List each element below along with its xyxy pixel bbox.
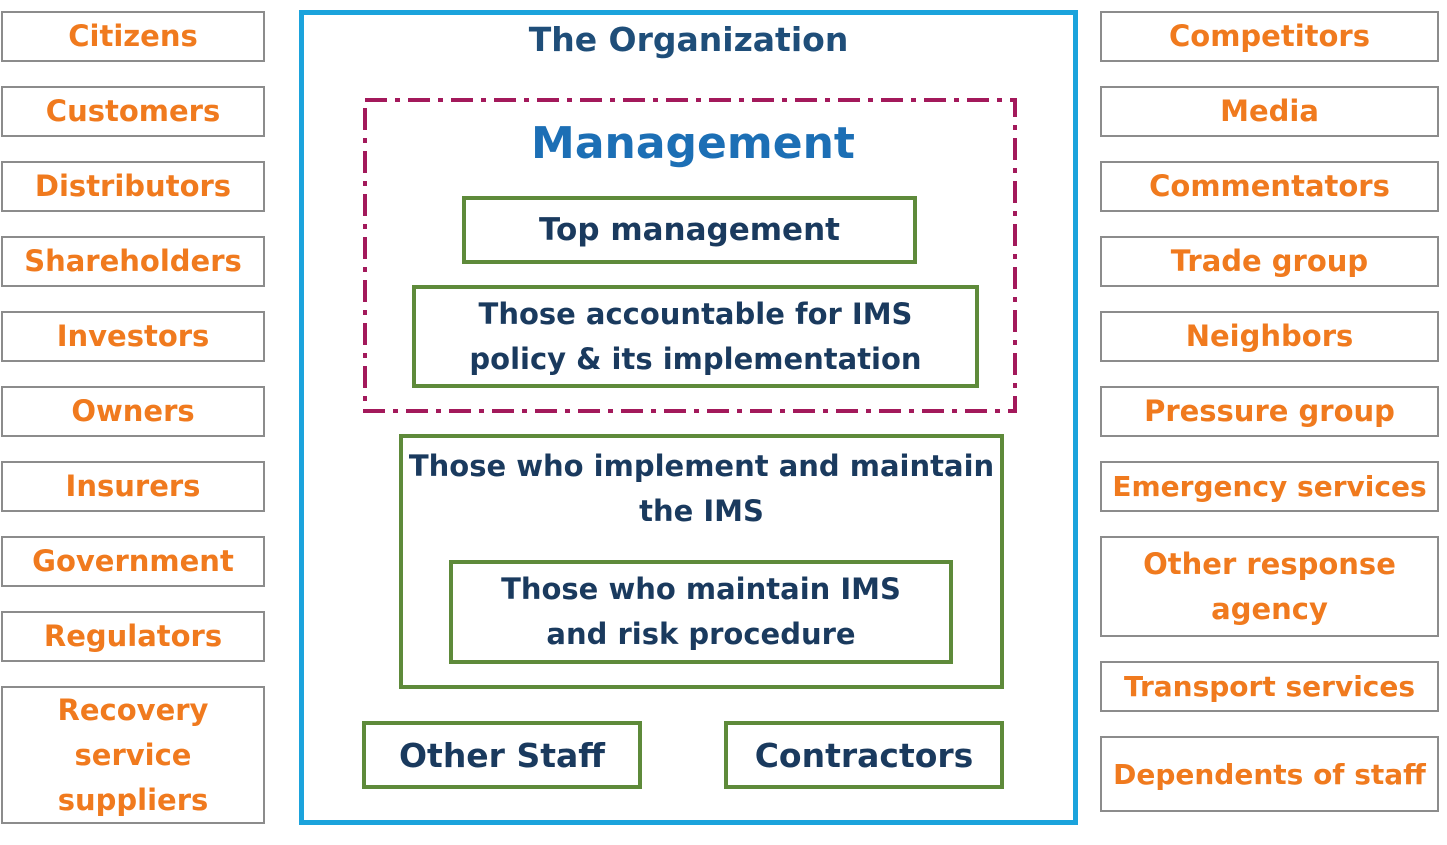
stakeholder-regulators: Regulators: [1, 611, 265, 662]
stakeholder-other-response-agency: Other response agency: [1100, 536, 1439, 637]
stakeholder-distributors: Distributors: [1, 161, 265, 212]
stakeholder-commentators: Commentators: [1100, 161, 1439, 212]
top-management-box: Top management: [462, 196, 917, 264]
stakeholder-media: Media: [1100, 86, 1439, 137]
stakeholder-customers: Customers: [1, 86, 265, 137]
stakeholder-recovery-service-suppliers: Recovery service suppliers: [1, 686, 265, 824]
stakeholder-insurers: Insurers: [1, 461, 265, 512]
accountable-box: Those accountable for IMS policy & its i…: [412, 285, 979, 388]
stakeholder-dependents-of-staff: Dependents of staff: [1100, 736, 1439, 812]
stakeholder-pressure-group: Pressure group: [1100, 386, 1439, 437]
stakeholder-citizens: Citizens: [1, 11, 265, 62]
other-staff-box: Other Staff: [362, 721, 642, 789]
stakeholder-competitors: Competitors: [1100, 11, 1439, 62]
accountable-label: Those accountable for IMS policy & its i…: [469, 296, 922, 376]
implementers-label: Those who implement and maintain the IMS: [408, 449, 995, 528]
stakeholder-owners: Owners: [1, 386, 265, 437]
stakeholder-trade-group: Trade group: [1100, 236, 1439, 287]
stakeholder-transport-services: Transport services: [1100, 661, 1439, 712]
organization-title: The Organization: [528, 20, 849, 59]
maintainers-box: Those who maintain IMS and risk procedur…: [449, 560, 953, 664]
other-staff-label: Other Staff: [398, 735, 605, 775]
stakeholder-investors: Investors: [1, 311, 265, 362]
top-management-label: Top management: [539, 212, 840, 248]
maintainers-label: Those who maintain IMS and risk procedur…: [501, 572, 901, 651]
stakeholder-shareholders: Shareholders: [1, 236, 265, 287]
implementers-box: [399, 434, 1004, 689]
contractors-box: Contractors: [724, 721, 1004, 789]
management-title: Management: [531, 118, 855, 169]
organization-box: [299, 10, 1078, 825]
stakeholder-government: Government: [1, 536, 265, 587]
stakeholder-neighbors: Neighbors: [1100, 311, 1439, 362]
contractors-label: Contractors: [754, 735, 974, 775]
management-box: [363, 98, 1017, 413]
stakeholder-emergency-services: Emergency services: [1100, 461, 1439, 512]
